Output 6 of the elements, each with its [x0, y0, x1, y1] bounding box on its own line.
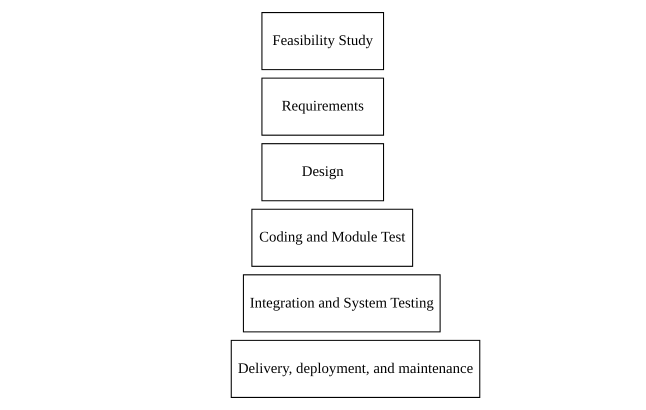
- node-box: Feasibility Study: [261, 12, 384, 70]
- node-box: Integration and System Testing: [242, 274, 441, 332]
- node-box: Delivery, deployment, and maintenance: [230, 340, 480, 398]
- node-box: Coding and Module Test: [251, 208, 414, 267]
- node-box: Requirements: [261, 78, 384, 136]
- node-box: Design: [261, 143, 384, 202]
